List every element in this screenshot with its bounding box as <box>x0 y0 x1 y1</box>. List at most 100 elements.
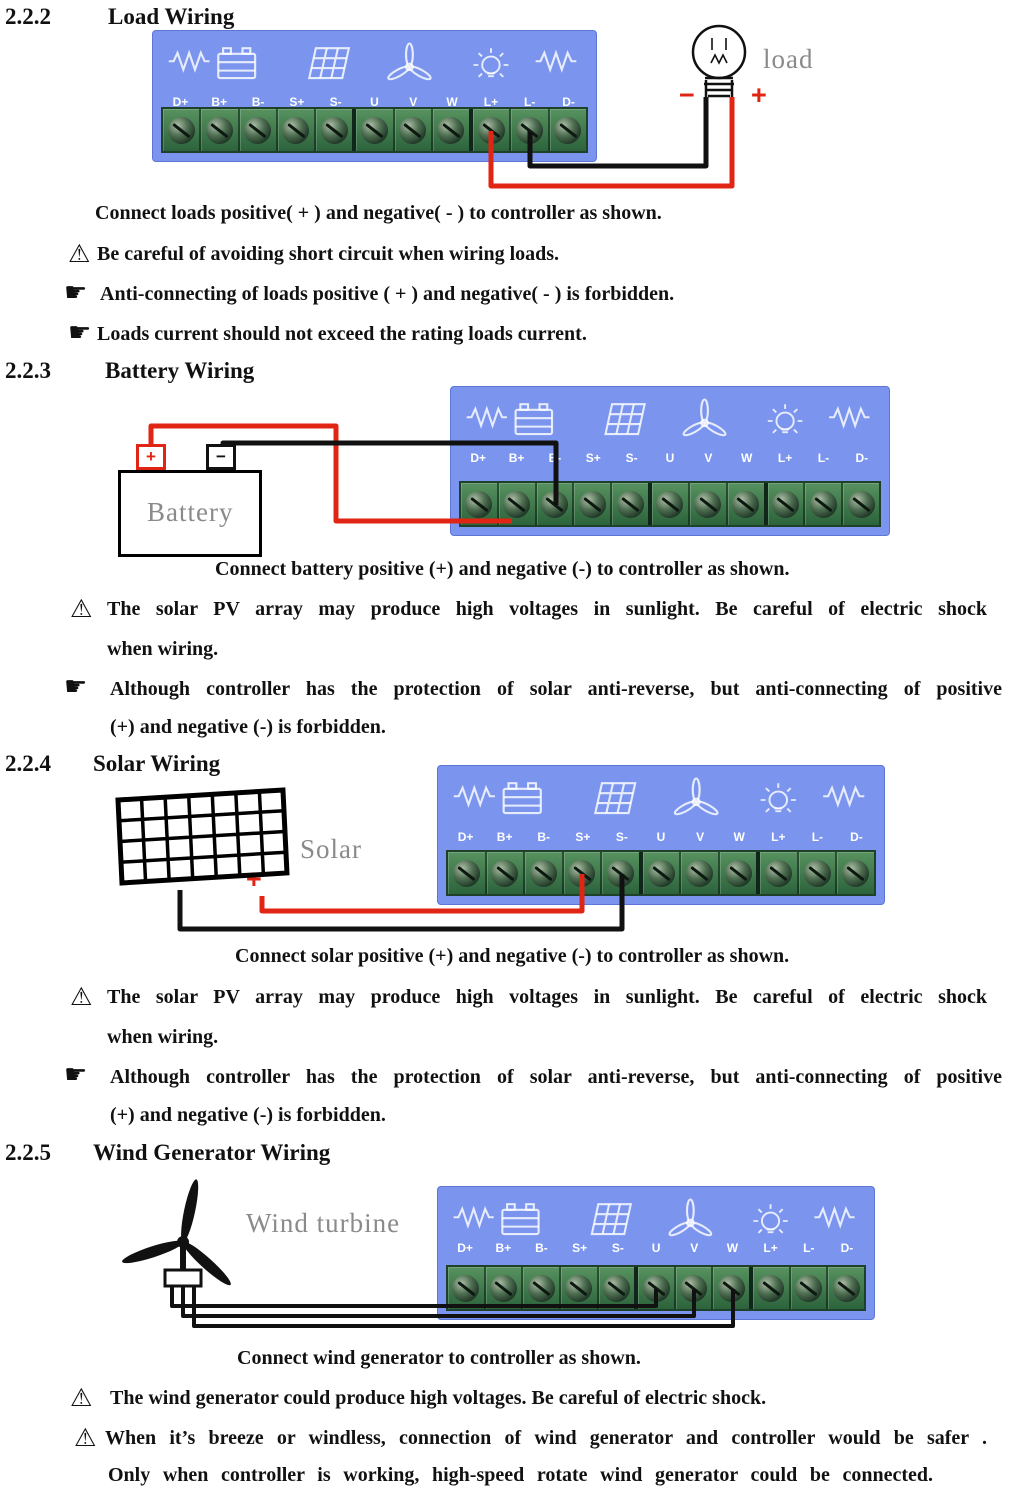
load-label: load <box>763 44 814 74</box>
screw-icon <box>647 859 675 887</box>
load-note-2: Loads current should not exceed the rati… <box>97 323 587 345</box>
screw-icon <box>616 490 644 518</box>
screw-icon <box>167 116 195 144</box>
screw-icon <box>795 1274 823 1302</box>
terminal-label: S+ <box>575 830 591 844</box>
screw-icon <box>554 116 582 144</box>
lamp-icon <box>472 47 510 78</box>
wind-caption: Connect wind generator to controller as … <box>237 1347 641 1369</box>
resistor-icon <box>813 1207 856 1227</box>
warning-icon: ⚠ <box>70 982 93 1011</box>
warning-icon: ⚠ <box>68 239 91 268</box>
terminal-label: L- <box>817 451 830 465</box>
battery-plus-sign: + <box>146 447 156 466</box>
section-number-load: 2.2.2 <box>5 4 51 29</box>
resistor-icon <box>534 51 578 71</box>
wind-turbine-icon <box>385 42 434 83</box>
solar-minus-sign: − <box>156 862 172 892</box>
terminal-label: W <box>741 451 753 465</box>
terminal-label: B+ <box>211 95 228 109</box>
terminal-label: L- <box>811 830 824 844</box>
screw-icon <box>452 1274 480 1302</box>
terminal-screw <box>574 483 613 525</box>
terminal-screw <box>395 109 433 151</box>
terminal-label: B- <box>548 451 562 465</box>
controller-icons <box>465 398 871 439</box>
section-title-load: Load Wiring <box>108 4 235 29</box>
solar-label: Solar <box>300 834 362 864</box>
terminal-label: V <box>704 451 713 465</box>
screw-icon <box>529 859 557 887</box>
terminal-label: S+ <box>289 95 305 109</box>
resistor-icon <box>465 407 509 427</box>
screw-icon <box>680 1274 708 1302</box>
terminal-screw <box>643 852 682 894</box>
light-bulb-icon <box>691 24 747 98</box>
solar-warning-line2: when wiring. <box>107 1026 219 1048</box>
screw-icon <box>724 859 752 887</box>
screw-icon <box>527 1274 555 1302</box>
terminal-label: D+ <box>172 95 189 109</box>
terminal-label: D+ <box>457 1241 473 1255</box>
terminal-label: V <box>696 830 705 844</box>
screw-icon <box>516 116 544 144</box>
battery-caption: Connect battery positive (+) and negativ… <box>215 558 790 580</box>
terminal-label: S- <box>329 95 342 109</box>
terminal-screw <box>201 109 240 151</box>
wind-turbine-icon <box>672 777 721 818</box>
screw-icon <box>320 116 348 144</box>
section-title-wind: Wind Generator Wiring <box>93 1140 331 1165</box>
terminal-screw <box>356 109 395 151</box>
screw-icon <box>656 490 684 518</box>
load-warning: Be careful of avoiding short circuit whe… <box>97 243 560 265</box>
battery-box: Battery <box>118 470 262 557</box>
terminal-label: B+ <box>496 830 513 844</box>
screw-icon <box>452 859 480 887</box>
screw-icon <box>809 490 837 518</box>
note-icon: ☛ <box>64 278 88 308</box>
screw-icon <box>503 490 531 518</box>
terminal-label: U <box>370 95 379 109</box>
controller-icons <box>452 777 866 818</box>
terminal-screw <box>728 483 768 525</box>
section-number-wind: 2.2.5 <box>5 1140 51 1165</box>
screw-icon <box>771 490 799 518</box>
terminal-label: S- <box>625 451 638 465</box>
terminal-strip <box>446 1265 866 1311</box>
terminal-label: B+ <box>508 451 525 465</box>
terminal-screw <box>837 852 874 894</box>
terminal-label: S+ <box>585 451 601 465</box>
terminal-screw <box>564 852 603 894</box>
note-icon: ☛ <box>68 318 92 348</box>
screw-icon <box>847 490 875 518</box>
screw-icon <box>803 859 831 887</box>
screw-icon <box>606 859 634 887</box>
terminal-screw <box>602 852 643 894</box>
solar-panel-icon <box>308 47 350 80</box>
screw-icon <box>602 1274 630 1302</box>
solar-plus-sign: + <box>246 864 262 894</box>
screw-icon <box>717 1274 745 1302</box>
screw-icon <box>832 1274 860 1302</box>
screw-icon <box>489 1274 517 1302</box>
wind-turbine-icon <box>681 398 729 439</box>
lamp-icon <box>759 782 797 813</box>
terminal-screw <box>499 483 537 525</box>
screw-icon <box>732 490 760 518</box>
terminal-label: D+ <box>457 830 474 844</box>
terminal-label: U <box>651 1241 661 1255</box>
terminal-label: B- <box>535 1241 548 1255</box>
screw-icon <box>565 1274 593 1302</box>
terminal-label: D- <box>850 830 863 844</box>
terminal-screw <box>316 109 357 151</box>
load-note-1: Anti-connecting of loads positive ( + ) … <box>100 283 675 305</box>
screw-icon <box>568 859 596 887</box>
screw-icon <box>360 116 388 144</box>
terminal-screw <box>676 1267 714 1309</box>
terminal-label: B+ <box>495 1241 512 1255</box>
terminal-label: S- <box>615 830 628 844</box>
terminal-screw <box>799 852 838 894</box>
